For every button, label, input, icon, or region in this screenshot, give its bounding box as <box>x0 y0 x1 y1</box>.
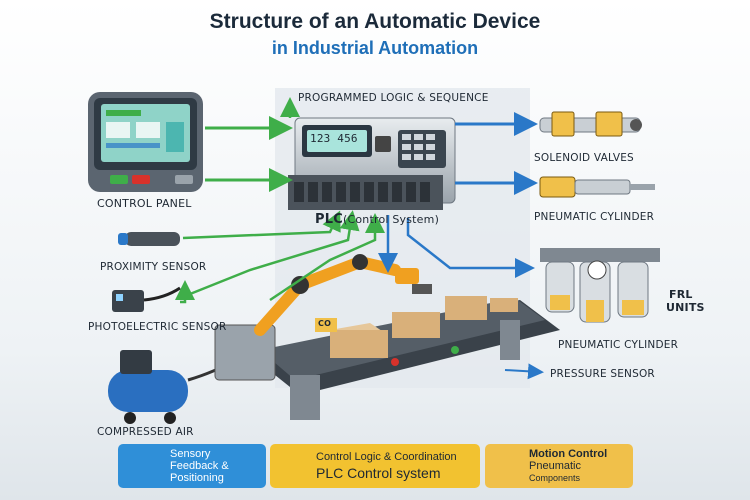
arrow-robot-to-plc <box>269 213 385 302</box>
label-pneumatic-cylinder-top: PNEUMATIC CYLINDER <box>534 211 655 223</box>
title-line-2: in Industrial Automation <box>271 38 479 58</box>
arrow-photoelectric-to-plc <box>179 210 360 300</box>
arrow-plc-to-frl <box>406 218 535 278</box>
label-frl: FRL <box>669 288 693 301</box>
control-panel-icon <box>88 92 203 192</box>
legend-control-line2: PLC Control system <box>316 464 441 481</box>
legend-sensory-line1: Sensory <box>170 448 211 460</box>
plc-device <box>288 117 456 210</box>
legend-motion-line1: Motion Control <box>529 448 608 460</box>
box-tag: CO <box>318 319 332 328</box>
legend-sensory-line2: Feedback & <box>170 460 229 472</box>
label-plc: PLC <box>315 212 343 227</box>
legend-motion-line3: Components <box>529 473 581 483</box>
cardboard-boxes <box>315 296 518 358</box>
legend-sensory-line3: Positioning <box>170 472 224 484</box>
robot-arm <box>254 254 432 336</box>
label-programmed-logic: PROGRAMMED LOGIC & SEQUENCE <box>298 92 489 104</box>
arrow-to-pressure-sensor <box>504 363 544 380</box>
label-control-panel: CONTROL PANEL <box>97 197 192 210</box>
legend-control: Control Logic & Coordination PLC Control… <box>270 444 480 488</box>
title-line-1: Structure of an Automatic Device <box>209 10 541 33</box>
label-solenoid-valves: SOLENOID VALVES <box>534 152 634 164</box>
label-pneumatic-cylinder-bottom: PNEUMATIC CYLINDER <box>558 339 679 351</box>
pneumatic-cylinder-top-icon <box>539 176 655 198</box>
legend-control-line1: Control Logic & Coordination <box>316 450 457 463</box>
solenoid-valve-icon <box>539 111 642 137</box>
label-pressure-sensor: PRESSURE SENSOR <box>550 368 655 380</box>
compressor-icon <box>108 350 236 424</box>
legend-sensory: Sensory Feedback & Positioning <box>118 444 266 488</box>
arrow-sensor-to-plc-3 <box>175 280 195 304</box>
legend-motion-line2: Pneumatic <box>529 460 581 472</box>
plc-display-readout: 123 456 <box>310 132 358 145</box>
legend-motion: Motion Control Pneumatic Components <box>485 444 633 488</box>
frl-units-icon <box>540 248 660 323</box>
arrow-proximity-to-plc <box>182 210 341 240</box>
proximity-sensor-icon <box>118 232 180 246</box>
label-proximity-sensor: PROXIMITY SENSOR <box>100 261 207 273</box>
label-photoelectric-sensor: PHOTOELECTRIC SENSOR <box>88 321 227 333</box>
label-plc-subtitle: (Control System) <box>343 213 440 226</box>
label-units: UNITS <box>666 301 705 314</box>
label-compressed-air: COMPRESSED AIR <box>97 426 194 438</box>
